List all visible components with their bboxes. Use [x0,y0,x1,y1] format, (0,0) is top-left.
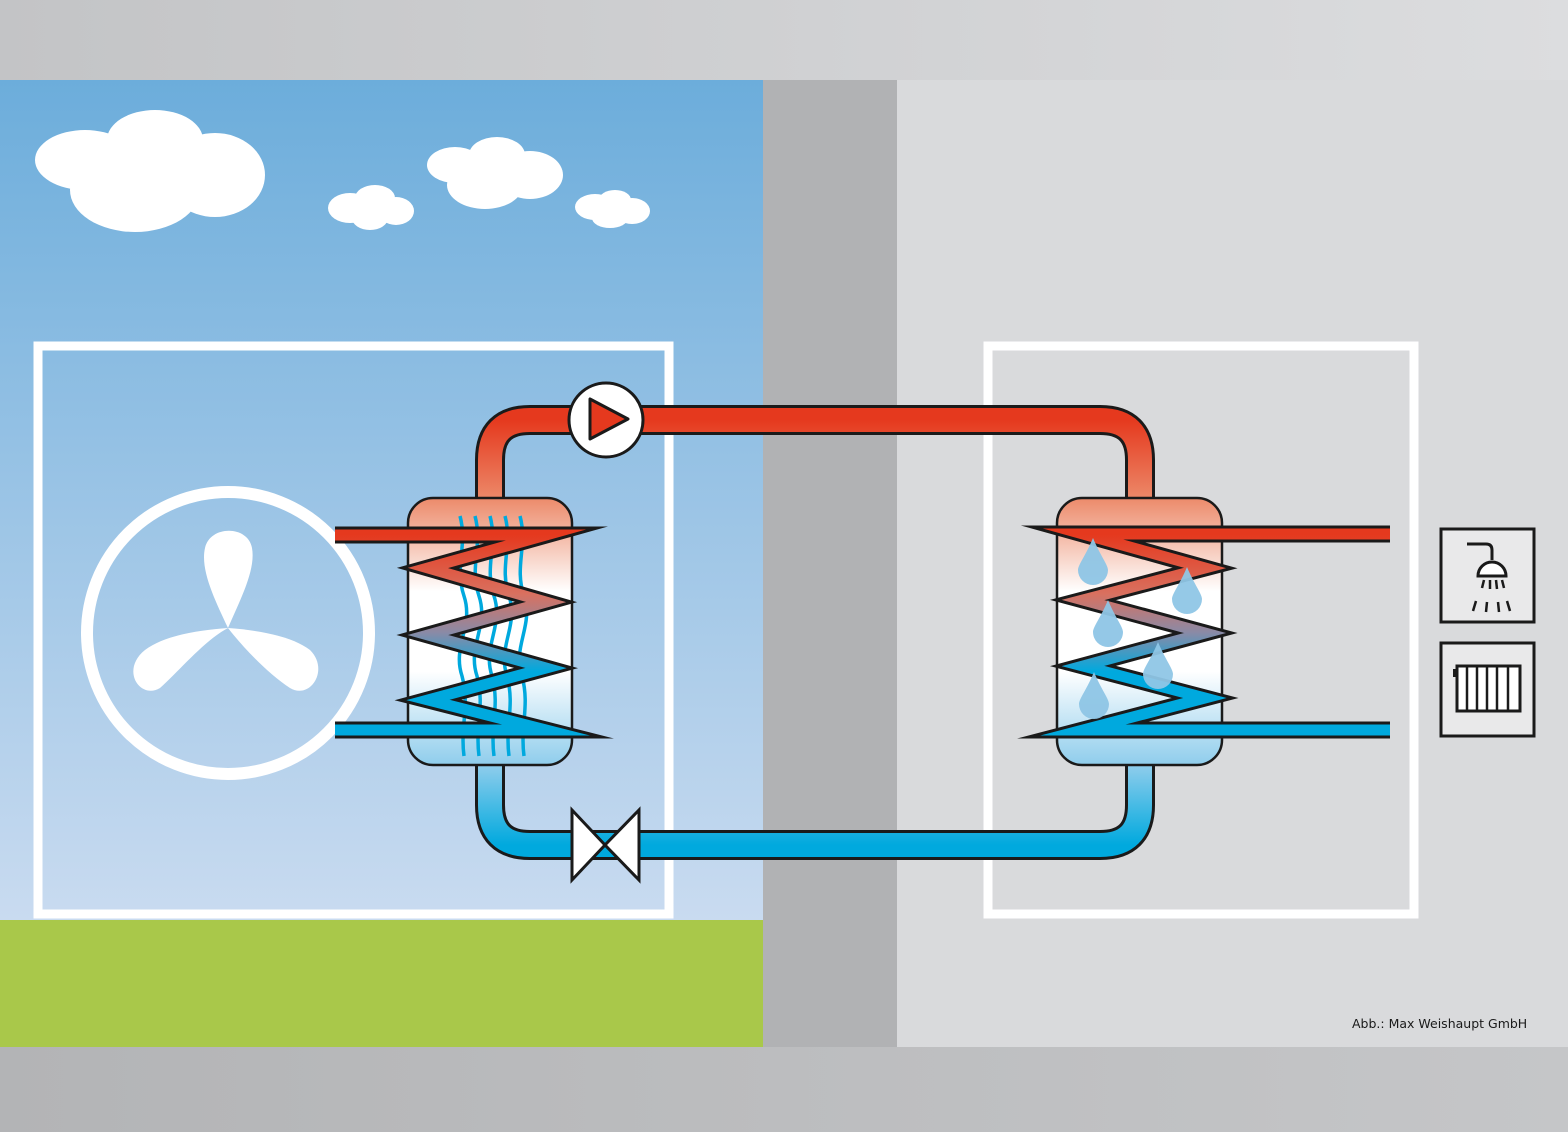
house-wall [763,80,897,1047]
bottom-band [0,1047,1568,1132]
top-band [0,0,1568,80]
expansion-valve-icon [570,806,641,884]
image-credit: Abb.: Max Weishaupt GmbH [1352,1016,1528,1031]
radiator-icon [1439,641,1536,738]
pump-icon [567,381,645,459]
cloud-icon [35,110,265,232]
cloud-icon [427,137,563,209]
hot-refrigerant-line [475,405,1155,502]
cloud-icon [575,190,650,228]
droplet-icon [1172,567,1202,614]
droplet-icon [1093,600,1123,647]
shower-icon [1439,527,1536,624]
condensation-drops [1078,538,1202,719]
grass [0,920,763,1047]
indoor-unit-frame [983,341,1419,919]
droplet-icon [1079,672,1109,719]
droplet-icon [1078,538,1108,585]
condenser [1017,496,1390,767]
cold-refrigerant-line [475,763,1155,860]
clouds [35,110,650,232]
evaporator [335,496,614,767]
cloud-icon [328,185,414,230]
fan-icon [81,486,375,780]
droplet-icon [1143,642,1173,689]
outdoor-unit-frame [33,341,674,919]
